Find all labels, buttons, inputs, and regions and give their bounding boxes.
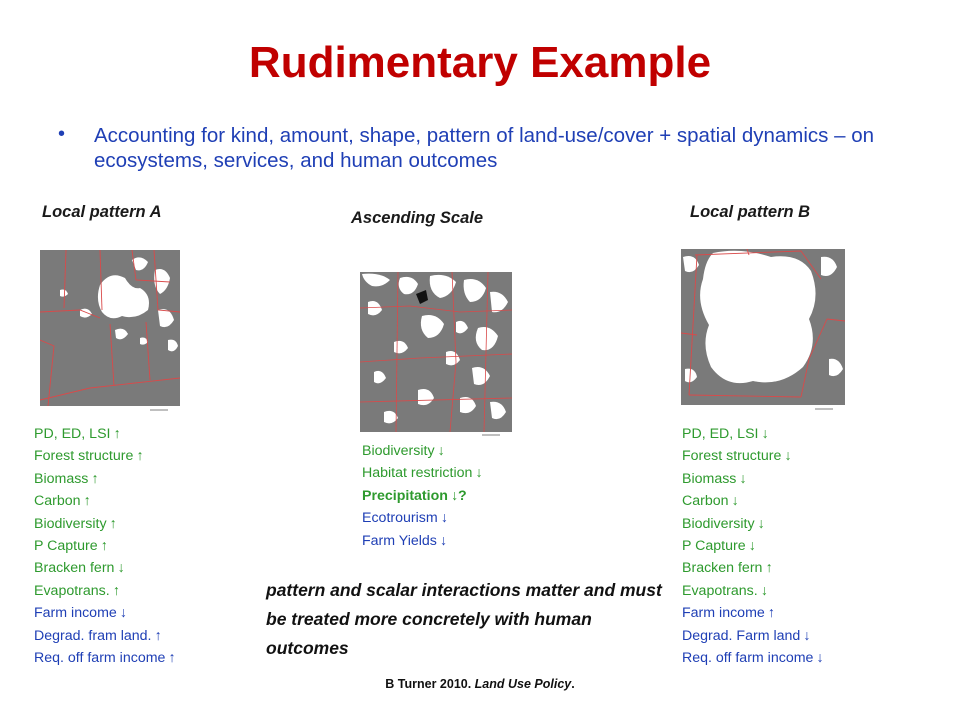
attribute-label: Farm income [34,605,117,622]
attribute-label: Precipitation [362,487,448,504]
trend-arrow-icon: ↓ [757,515,765,532]
map-local-pattern-a [40,250,180,414]
attribute-label: Farm income [682,605,765,622]
attribute-label: Degrad. Farm land [682,627,801,644]
attribute-item: Farm income↑ [682,602,824,624]
trend-arrow-icon: ↑ [83,493,91,510]
panel-title-local-pattern-a: Local pattern A [42,203,162,221]
attribute-label: Req. off farm income [34,650,166,667]
trend-arrow-icon: ↓ [731,493,739,510]
trend-arrow-icon: ↑ [113,426,121,442]
attribute-label: Bracken fern [34,560,115,577]
citation-end: . [571,677,575,691]
trend-arrow-icon: ↑ [767,605,775,622]
trend-arrow-icon: ↓ [437,443,445,459]
attribute-label: PD, ED, LSI [682,426,759,442]
trend-arrow-icon: ↑ [168,650,176,667]
trend-arrow-icon: ↓ [475,465,483,482]
trend-arrow-icon: ↑ [154,627,162,644]
attribute-item: Biodiversity↓ [682,513,824,535]
attribute-item: PD, ED, LSI↓ [682,423,824,445]
map-local-pattern-b [681,249,845,413]
trend-arrow-icon: ↓? [450,487,467,504]
trend-arrow-icon: ↓ [803,627,811,644]
attribute-item: P Capture↑ [34,535,176,557]
trend-arrow-icon: ↑ [109,515,117,532]
attribute-label: Biomass [34,470,89,487]
attribute-label: Carbon [682,493,729,510]
attribute-item: Habitat restriction↓ [362,462,482,484]
attribute-item: Evapotrans.↓ [682,580,824,602]
attribute-label: P Capture [682,538,746,555]
bullet-text: Accounting for kind, amount, shape, patt… [94,124,875,172]
attribute-label: Evapotrans. [34,582,110,599]
attribute-item: Biomass↓ [682,468,824,490]
attribute-label: Forest structure [682,448,782,465]
citation-author: B Turner 2010. [385,677,475,691]
trend-arrow-icon: ↓ [440,510,448,527]
attribute-item: Farm Yields↓ [362,530,482,552]
trend-arrow-icon: ↓ [784,448,792,465]
attribute-label: Evapotrans. [682,582,758,599]
attribute-label: Forest structure [34,448,134,465]
attribute-item: Forest structure↓ [682,445,824,467]
attribute-item: Req. off farm income↓ [682,647,824,669]
attribute-item: Ecotrourism↓ [362,507,482,529]
trend-arrow-icon: ↓ [439,532,447,549]
attribute-item: Bracken fern↓ [34,557,176,579]
attribute-item: Bracken fern↑ [682,557,824,579]
attribute-label: Biodiversity [682,515,755,532]
attribute-list-local-pattern-b: PD, ED, LSI↓Forest structure↓Biomass↓Car… [682,423,824,669]
trend-arrow-icon: ↑ [91,470,99,487]
attribute-item: Biodiversity↑ [34,513,176,535]
slide-title: Rudimentary Example [248,38,712,87]
attribute-item: Req. off farm income↑ [34,647,176,669]
trend-arrow-icon: ↑ [112,582,120,599]
attribute-item: Carbon↑ [34,490,176,512]
attribute-label: P Capture [34,538,98,555]
trend-arrow-icon: ↓ [117,560,125,577]
attribute-label: Ecotrourism [362,510,438,527]
panel-title-local-pattern-b: Local pattern B [690,203,811,221]
trend-arrow-icon: ↓ [119,605,127,622]
attribute-label: Habitat restriction [362,465,473,482]
attribute-item: Farm income↓ [34,602,176,624]
attribute-item: Precipitation↓? [362,485,482,507]
attribute-item: Degrad. fram land.↑ [34,625,176,647]
attribute-label: Degrad. fram land. [34,627,152,644]
attribute-item: P Capture↓ [682,535,824,557]
attribute-label: Bracken fern [682,560,763,577]
attribute-item: Forest structure↑ [34,445,176,467]
attribute-item: Evapotrans.↑ [34,580,176,602]
trend-arrow-icon: ↓ [761,426,769,442]
trend-arrow-icon: ↓ [760,582,768,599]
attribute-list-ascending-scale: Biodiversity↓Habitat restriction↓Precipi… [362,440,482,552]
trend-arrow-icon: ↑ [136,448,144,465]
trend-arrow-icon: ↑ [765,560,773,577]
attribute-item: PD, ED, LSI↑ [34,423,176,445]
bullet-icon: • [58,123,66,145]
trend-arrow-icon: ↓ [748,538,756,555]
citation-journal: Land Use Policy [474,677,572,691]
conclusion-text: pattern and scalar interactions matter a… [266,580,662,658]
attribute-label: Biomass [682,470,737,487]
attribute-label: Biodiversity [362,443,435,459]
citation: B Turner 2010. Land Use Policy. [0,677,960,691]
attribute-label: Farm Yields [362,532,437,549]
attribute-label: Req. off farm income [682,650,814,667]
attribute-label: PD, ED, LSI [34,426,111,442]
trend-arrow-icon: ↑ [100,538,108,555]
attribute-label: Carbon [34,493,81,510]
attribute-item: Carbon↓ [682,490,824,512]
panel-title-ascending-scale: Ascending Scale [351,209,484,227]
attribute-item: Degrad. Farm land↓ [682,625,824,647]
attribute-label: Biodiversity [34,515,107,532]
attribute-item: Biomass↑ [34,468,176,490]
attribute-item: Biodiversity↓ [362,440,482,462]
trend-arrow-icon: ↓ [816,650,824,667]
trend-arrow-icon: ↓ [739,470,747,487]
attribute-list-local-pattern-a: PD, ED, LSI↑Forest structure↑Biomass↑Car… [34,423,176,669]
map-ascending-scale [360,272,512,438]
